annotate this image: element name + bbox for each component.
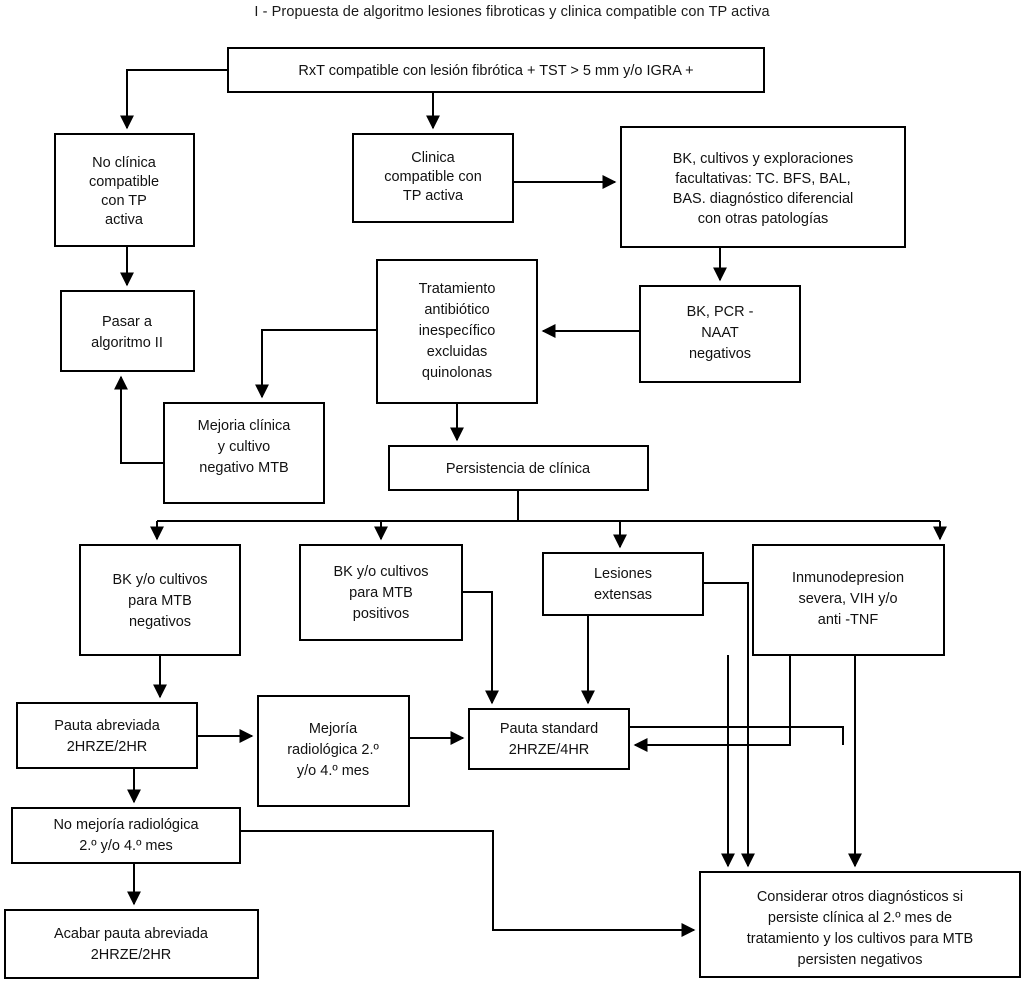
node-bk-positivos-line-2: para MTB (349, 585, 413, 601)
edge-mejoria-to-pasar (114, 375, 164, 464)
node-mejoria-radiologica-line-3: y/o 4.º mes (297, 763, 369, 779)
node-mejoria-clinica-line-1: Mejoria clínica (198, 418, 292, 434)
node-considerar-line-2: persiste clínica al 2.º mes de (768, 910, 952, 926)
node-bk-positivos-line-1: BK y/o cultivos (333, 564, 428, 580)
node-tratamiento-antibiotico[interactable]: Tratamiento antibiótico inespecífico exc… (376, 259, 538, 404)
node-persistencia-label: Persistencia de clínica (446, 461, 591, 477)
node-mejoria-radiologica-line-1: Mejoría (309, 721, 358, 737)
node-tratamiento-line-5: quinolonas (422, 365, 492, 381)
node-rxt-compatible[interactable]: RxT compatible con lesión fibrótica + TS… (227, 47, 765, 93)
node-pauta-standard[interactable]: Pauta standard 2HRZE/4HR (468, 708, 630, 770)
node-bk-negativos-line-2: para MTB (128, 593, 192, 609)
node-pasar-algoritmo[interactable]: Pasar a algoritmo II (60, 290, 195, 372)
node-tratamiento-line-4: excluidas (427, 344, 487, 360)
node-layer: RxT compatible con lesión fibrótica + TS… (4, 47, 1021, 979)
node-no-mejoria-line-1: No mejoría radiológica (53, 817, 199, 833)
node-no-clinica-line-4: activa (105, 212, 144, 228)
node-no-mejoria-line-2: 2.º y/o 4.º mes (79, 838, 173, 854)
node-no-mejoria-radiologica[interactable]: No mejoría radiológica 2.º y/o 4.º mes (11, 807, 241, 864)
node-bk-positivos-line-3: positivos (353, 606, 409, 622)
edge-layer (114, 69, 947, 937)
node-persistencia-clinica[interactable]: Persistencia de clínica (388, 445, 649, 491)
node-bk-cultivos-line-1: BK, cultivos y exploraciones (673, 151, 854, 167)
edge-pauta-standard-return-loop (629, 726, 844, 745)
node-bk-cultivos-positivos[interactable]: BK y/o cultivos para MTB positivos (299, 544, 463, 641)
node-bk-cultivos-line-3: BAS. diagnóstico diferencial (673, 191, 854, 207)
node-considerar-line-3: tratamiento y los cultivos para MTB (747, 931, 973, 947)
node-tratamiento-line-1: Tratamiento (419, 281, 496, 297)
node-mejoria-radiologica[interactable]: Mejoría radiológica 2.º y/o 4.º mes (257, 695, 410, 807)
node-pcr-line-1: BK, PCR - (687, 304, 754, 320)
node-bk-pcr-naat[interactable]: BK, PCR - NAAT negativos (639, 285, 801, 383)
node-pasar-line-1: Pasar a (102, 314, 153, 330)
node-pcr-line-2: NAAT (701, 325, 739, 341)
node-pauta-standard-line-1: Pauta standard (500, 721, 598, 737)
node-no-clinica-line-3: con TP (101, 193, 147, 209)
node-pauta-abreviada-line-2: 2HRZE/2HR (67, 739, 148, 755)
node-mejoria-clinica[interactable]: Mejoria clínica y cultivo negativo MTB (163, 402, 325, 504)
edge-inmunodepresion-to-pauta-standard (633, 655, 791, 752)
node-tratamiento-line-2: antibiótico (424, 302, 489, 318)
node-mejoria-clinica-line-3: negativo MTB (199, 460, 288, 476)
node-no-clinica-line-2: compatible (89, 174, 159, 190)
node-inmunodepresion[interactable]: Inmunodepresion severa, VIH y/o anti -TN… (752, 544, 945, 656)
node-bk-cultivos-negativos[interactable]: BK y/o cultivos para MTB negativos (79, 544, 241, 656)
edge-lesiones-to-considerar (703, 582, 755, 868)
node-considerar-otros-diagnosticos[interactable]: Considerar otros diagnósticos si persist… (699, 871, 1021, 978)
node-pasar-line-2: algoritmo II (91, 335, 163, 351)
node-clinica-line-1: Clinica (411, 150, 455, 166)
node-pcr-line-3: negativos (689, 346, 751, 362)
node-acabar-line-1: Acabar pauta abreviada (54, 926, 209, 942)
node-considerar-line-1: Considerar otros diagnósticos si (757, 889, 963, 905)
node-tratamiento-line-3: inespecífico (419, 323, 496, 339)
node-bk-cultivos-exploraciones[interactable]: BK, cultivos y exploraciones facultativa… (620, 126, 906, 248)
node-acabar-pauta-abreviada[interactable]: Acabar pauta abreviada 2HRZE/2HR (4, 909, 259, 979)
node-bk-negativos-line-1: BK y/o cultivos (112, 572, 207, 588)
node-pauta-abreviada[interactable]: Pauta abreviada 2HRZE/2HR (16, 702, 198, 769)
edge-persistencia-bus (157, 490, 940, 522)
node-considerar-line-4: persisten negativos (798, 952, 923, 968)
edge-no-mejoria-to-considerar (240, 830, 696, 937)
node-lesiones-extensas[interactable]: Lesiones extensas (542, 552, 704, 616)
node-no-clinica-line-1: No clínica (92, 155, 157, 171)
edge-rxt-to-no-clinica (120, 69, 228, 130)
node-pauta-standard-line-2: 2HRZE/4HR (509, 742, 590, 758)
node-inmunodepresion-line-3: anti -TNF (818, 612, 879, 628)
node-clinica-line-2: compatible con (384, 169, 482, 185)
node-mejoria-clinica-line-2: y cultivo (218, 439, 270, 455)
node-bk-cultivos-line-2: facultativas: TC. BFS, BAL, (675, 171, 850, 187)
node-no-clinica-compatible[interactable]: No clínica compatible con TP activa (54, 133, 195, 247)
node-rxt-compatible-label: RxT compatible con lesión fibrótica + TS… (298, 63, 693, 79)
node-mejoria-radiologica-line-2: radiológica 2.º (287, 742, 379, 758)
node-inmunodepresion-line-2: severa, VIH y/o (798, 591, 897, 607)
node-bk-negativos-line-3: negativos (129, 614, 191, 630)
node-lesiones-line-1: Lesiones (594, 566, 652, 582)
node-bk-cultivos-line-4: con otras patologías (698, 211, 829, 227)
page-title: I - Propuesta de algoritmo lesiones fibr… (254, 4, 770, 20)
node-lesiones-line-2: extensas (594, 587, 652, 603)
node-inmunodepresion-line-1: Inmunodepresion (792, 570, 904, 586)
node-acabar-line-2: 2HRZE/2HR (91, 947, 172, 963)
node-pauta-abreviada-line-1: Pauta abreviada (54, 718, 161, 734)
edge-tratamiento-to-mejoria (255, 329, 377, 399)
node-clinica-line-3: TP activa (403, 188, 464, 204)
edge-bk-positivos-to-pauta-standard (462, 591, 499, 705)
node-clinica-compatible[interactable]: Clinica compatible con TP activa (352, 133, 514, 223)
